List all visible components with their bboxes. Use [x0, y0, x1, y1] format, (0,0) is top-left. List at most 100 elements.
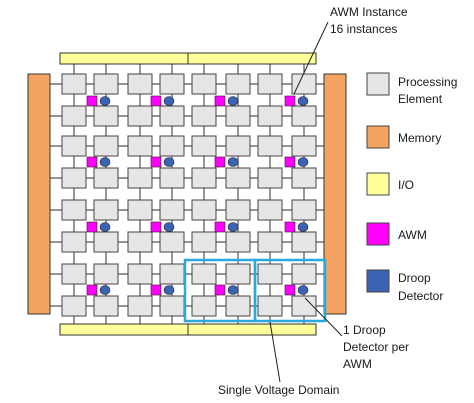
droop-detector-marker-15: [227, 285, 239, 295]
awm-marker-11: [214, 221, 226, 233]
processing-element-r8c6: [225, 295, 251, 317]
processing-element-r7c1: [61, 263, 87, 285]
legend-label-processing-line2: Element: [398, 92, 443, 106]
awm-instance-leader: [293, 21, 329, 95]
voltage-domain-label: Single Voltage Domain: [218, 383, 339, 397]
processing-element-r7c6: [225, 263, 251, 285]
processing-element-r7c5: [191, 263, 217, 285]
processing-element-r5c8: [291, 199, 317, 221]
processing-element-r6c7: [257, 231, 283, 253]
processing-element-r2c5: [191, 105, 217, 127]
processing-element-r5c5: [191, 199, 217, 221]
droop-detector-marker-3: [227, 96, 239, 106]
processing-element-r6c6: [225, 231, 251, 253]
processing-element-r3c8: [291, 135, 317, 157]
processing-element-r7c4: [159, 263, 185, 285]
io-bar-top-right: [187, 52, 317, 65]
processing-element-r3c6: [225, 135, 251, 157]
droop-detector-marker-10: [163, 222, 175, 232]
droop-detector-markers: [99, 96, 309, 295]
awm-marker-4: [284, 95, 296, 107]
processing-element-r2c3: [127, 105, 153, 127]
awm-marker-16: [284, 284, 296, 296]
awm-marker-8: [284, 156, 296, 168]
legend-swatch-io: [366, 172, 390, 196]
awm-marker-15: [214, 284, 226, 296]
processing-element-r3c4: [159, 135, 185, 157]
processing-element-r4c2: [93, 167, 119, 189]
droop-detector-marker-12: [297, 222, 309, 232]
awm-marker-3: [214, 95, 226, 107]
processing-element-r3c5: [191, 135, 217, 157]
processing-element-r7c7: [257, 263, 283, 285]
processing-element-r2c2: [93, 105, 119, 127]
droop-per-awm-line1: 1 Droop: [343, 323, 386, 337]
processing-element-r6c8: [291, 231, 317, 253]
processing-element-r7c8: [291, 263, 317, 285]
processing-element-r1c6: [225, 73, 251, 95]
processing-element-r6c3: [127, 231, 153, 253]
processing-element-r3c1: [61, 135, 87, 157]
awm-instance-count: 16 instances: [330, 22, 397, 36]
processing-element-r1c5: [191, 73, 217, 95]
awm-marker-7: [214, 156, 226, 168]
droop-detector-marker-1: [99, 96, 111, 106]
processing-element-r5c1: [61, 199, 87, 221]
awm-instance-label: AWM Instance: [330, 5, 408, 19]
droop-detector-marker-7: [227, 157, 239, 167]
processing-element-r8c8: [291, 295, 317, 317]
processing-element-r6c4: [159, 231, 185, 253]
droop-per-awm-line2: Detector per: [343, 340, 409, 354]
processing-element-r1c7: [257, 73, 283, 95]
awm-marker-1: [86, 95, 98, 107]
droop-detector-marker-13: [99, 285, 111, 295]
awm-marker-2: [150, 95, 162, 107]
memory-bar-right: [323, 73, 347, 315]
legend-label-awm: AWM: [398, 228, 427, 242]
processing-element-r2c4: [159, 105, 185, 127]
callout-lines: [269, 21, 343, 383]
legend: Processing Element Memory I/O AWM Droop …: [366, 72, 457, 303]
awm-marker-13: [86, 284, 98, 296]
processing-element-r6c1: [61, 231, 87, 253]
processing-element-r5c3: [127, 199, 153, 221]
awm-marker-10: [150, 221, 162, 233]
processing-element-r4c8: [291, 167, 317, 189]
processing-element-r6c2: [93, 231, 119, 253]
processing-element-r6c5: [191, 231, 217, 253]
processing-element-r5c4: [159, 199, 185, 221]
processing-element-r5c7: [257, 199, 283, 221]
awm-marker-6: [150, 156, 162, 168]
legend-label-processing-line1: Processing: [398, 75, 457, 89]
voltage-domain-outlines: [183, 258, 327, 323]
processing-element-r8c5: [191, 295, 217, 317]
droop-detector-marker-5: [99, 157, 111, 167]
processing-element-r1c2: [93, 73, 119, 95]
processing-element-r2c7: [257, 105, 283, 127]
droop-per-awm-line3: AWM: [343, 357, 372, 371]
processing-element-r8c1: [61, 295, 87, 317]
processing-element-r4c7: [257, 167, 283, 189]
voltage-domain-leader: [269, 321, 281, 383]
droop-detector-marker-16: [297, 285, 309, 295]
legend-swatch-memory: [366, 125, 390, 149]
legend-label-io: I/O: [398, 178, 414, 192]
processing-element-r7c3: [127, 263, 153, 285]
processing-element-r8c3: [127, 295, 153, 317]
droop-detector-marker-14: [163, 285, 175, 295]
droop-detector-marker-11: [227, 222, 239, 232]
memory-bars: [27, 73, 347, 315]
processing-element-r5c6: [225, 199, 251, 221]
droop-detector-marker-6: [163, 157, 175, 167]
legend-label-droop-line1: Droop: [398, 271, 431, 285]
droop-detector-marker-4: [297, 96, 309, 106]
processing-element-r8c2: [93, 295, 119, 317]
io-bar-bottom-left: [59, 323, 189, 336]
processing-element-r2c8: [291, 105, 317, 127]
voltage-domain-outline-2: [253, 258, 327, 323]
processing-element-r8c7: [257, 295, 283, 317]
legend-label-memory: Memory: [398, 131, 441, 145]
processing-element-r7c2: [93, 263, 119, 285]
processing-element-r1c8: [291, 73, 317, 95]
